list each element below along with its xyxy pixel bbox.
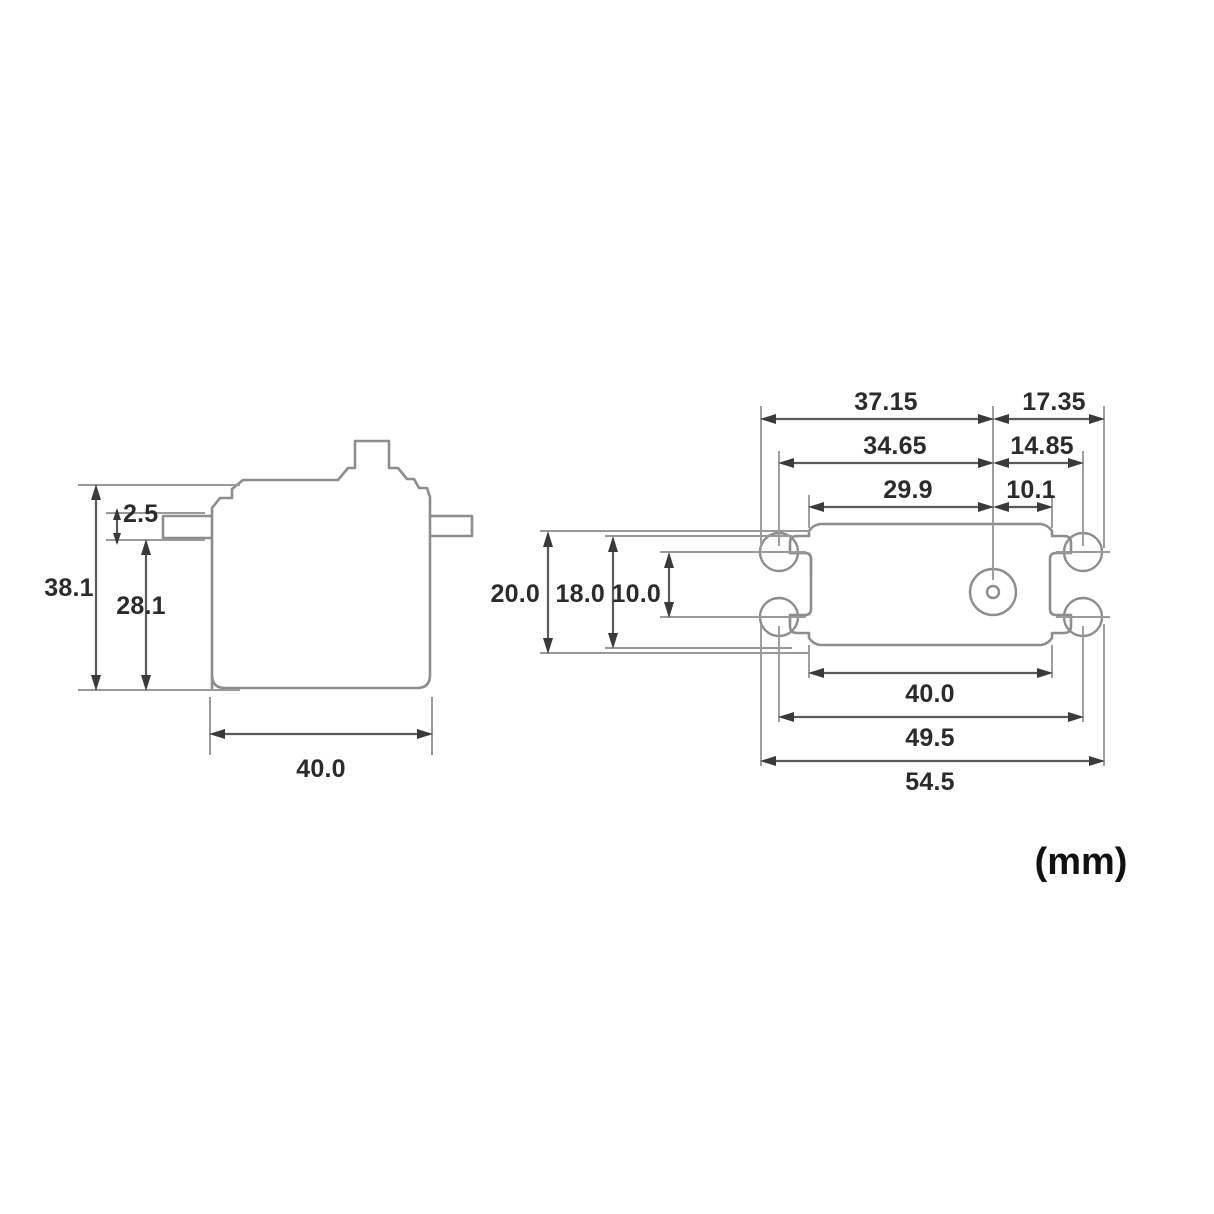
side-view-left-lug xyxy=(161,514,214,540)
plan-top-extension-lines xyxy=(760,406,1105,580)
output-shaft-bore xyxy=(985,584,1001,600)
dim-14-85-label: 14.85 xyxy=(1010,432,1074,460)
side-elevation-view: 38.1 2.5 28.1 40.0 xyxy=(44,439,474,783)
plan-bottom-extension-lines xyxy=(760,624,1105,766)
side-view-right-lug xyxy=(428,514,474,538)
top-plan-view: 37.15 17.35 34.65 14.85 29.9 xyxy=(491,388,1110,796)
dim-17-35-label: 17.35 xyxy=(1022,388,1086,416)
dim-29-9: 29.9 xyxy=(808,476,994,512)
dim-28-1-label: 28.1 xyxy=(116,592,165,620)
dim-37-15: 37.15 xyxy=(760,388,994,424)
dim-54-5-label: 54.5 xyxy=(905,768,954,796)
dim-54-5: 54.5 xyxy=(760,756,1105,796)
side-view-outline xyxy=(210,439,432,690)
dim-10-1: 10.1 xyxy=(993,476,1056,512)
dim-17-35: 17.35 xyxy=(993,388,1105,424)
dim-40-0-plan-label: 40.0 xyxy=(905,680,954,708)
plan-left-extension-lines xyxy=(540,530,810,654)
dim-38-1: 38.1 xyxy=(44,484,240,691)
dim-10-0: 10.0 xyxy=(612,552,674,618)
dim-14-85: 14.85 xyxy=(993,432,1084,468)
dim-40-0-side: 40.0 xyxy=(209,697,433,783)
dim-37-15-label: 37.15 xyxy=(854,388,918,416)
dim-20-0-label: 20.0 xyxy=(491,580,540,608)
dim-10-0-label: 10.0 xyxy=(612,580,661,608)
dim-49-5-label: 49.5 xyxy=(905,724,954,752)
dim-2-5: 2.5 xyxy=(106,500,205,545)
dim-18-0-label: 18.0 xyxy=(556,580,605,608)
plan-left-upper-notch xyxy=(790,551,813,576)
dim-40-0-plan: 40.0 xyxy=(808,668,1053,708)
dim-29-9-label: 29.9 xyxy=(883,476,932,504)
dim-34-65: 34.65 xyxy=(778,432,994,468)
dim-2-5-label: 2.5 xyxy=(123,500,158,528)
dim-20-0: 20.0 xyxy=(491,531,553,654)
dim-28-1: 28.1 xyxy=(116,539,166,691)
dim-38-1-label: 38.1 xyxy=(44,574,93,602)
dim-10-1-label: 10.1 xyxy=(1006,476,1055,504)
units-label: (mm) xyxy=(1035,841,1128,883)
dim-34-65-label: 34.65 xyxy=(863,432,927,460)
dim-49-5: 49.5 xyxy=(778,712,1084,752)
dim-40-0-side-label: 40.0 xyxy=(296,755,345,783)
dim-18-0: 18.0 xyxy=(556,536,618,649)
